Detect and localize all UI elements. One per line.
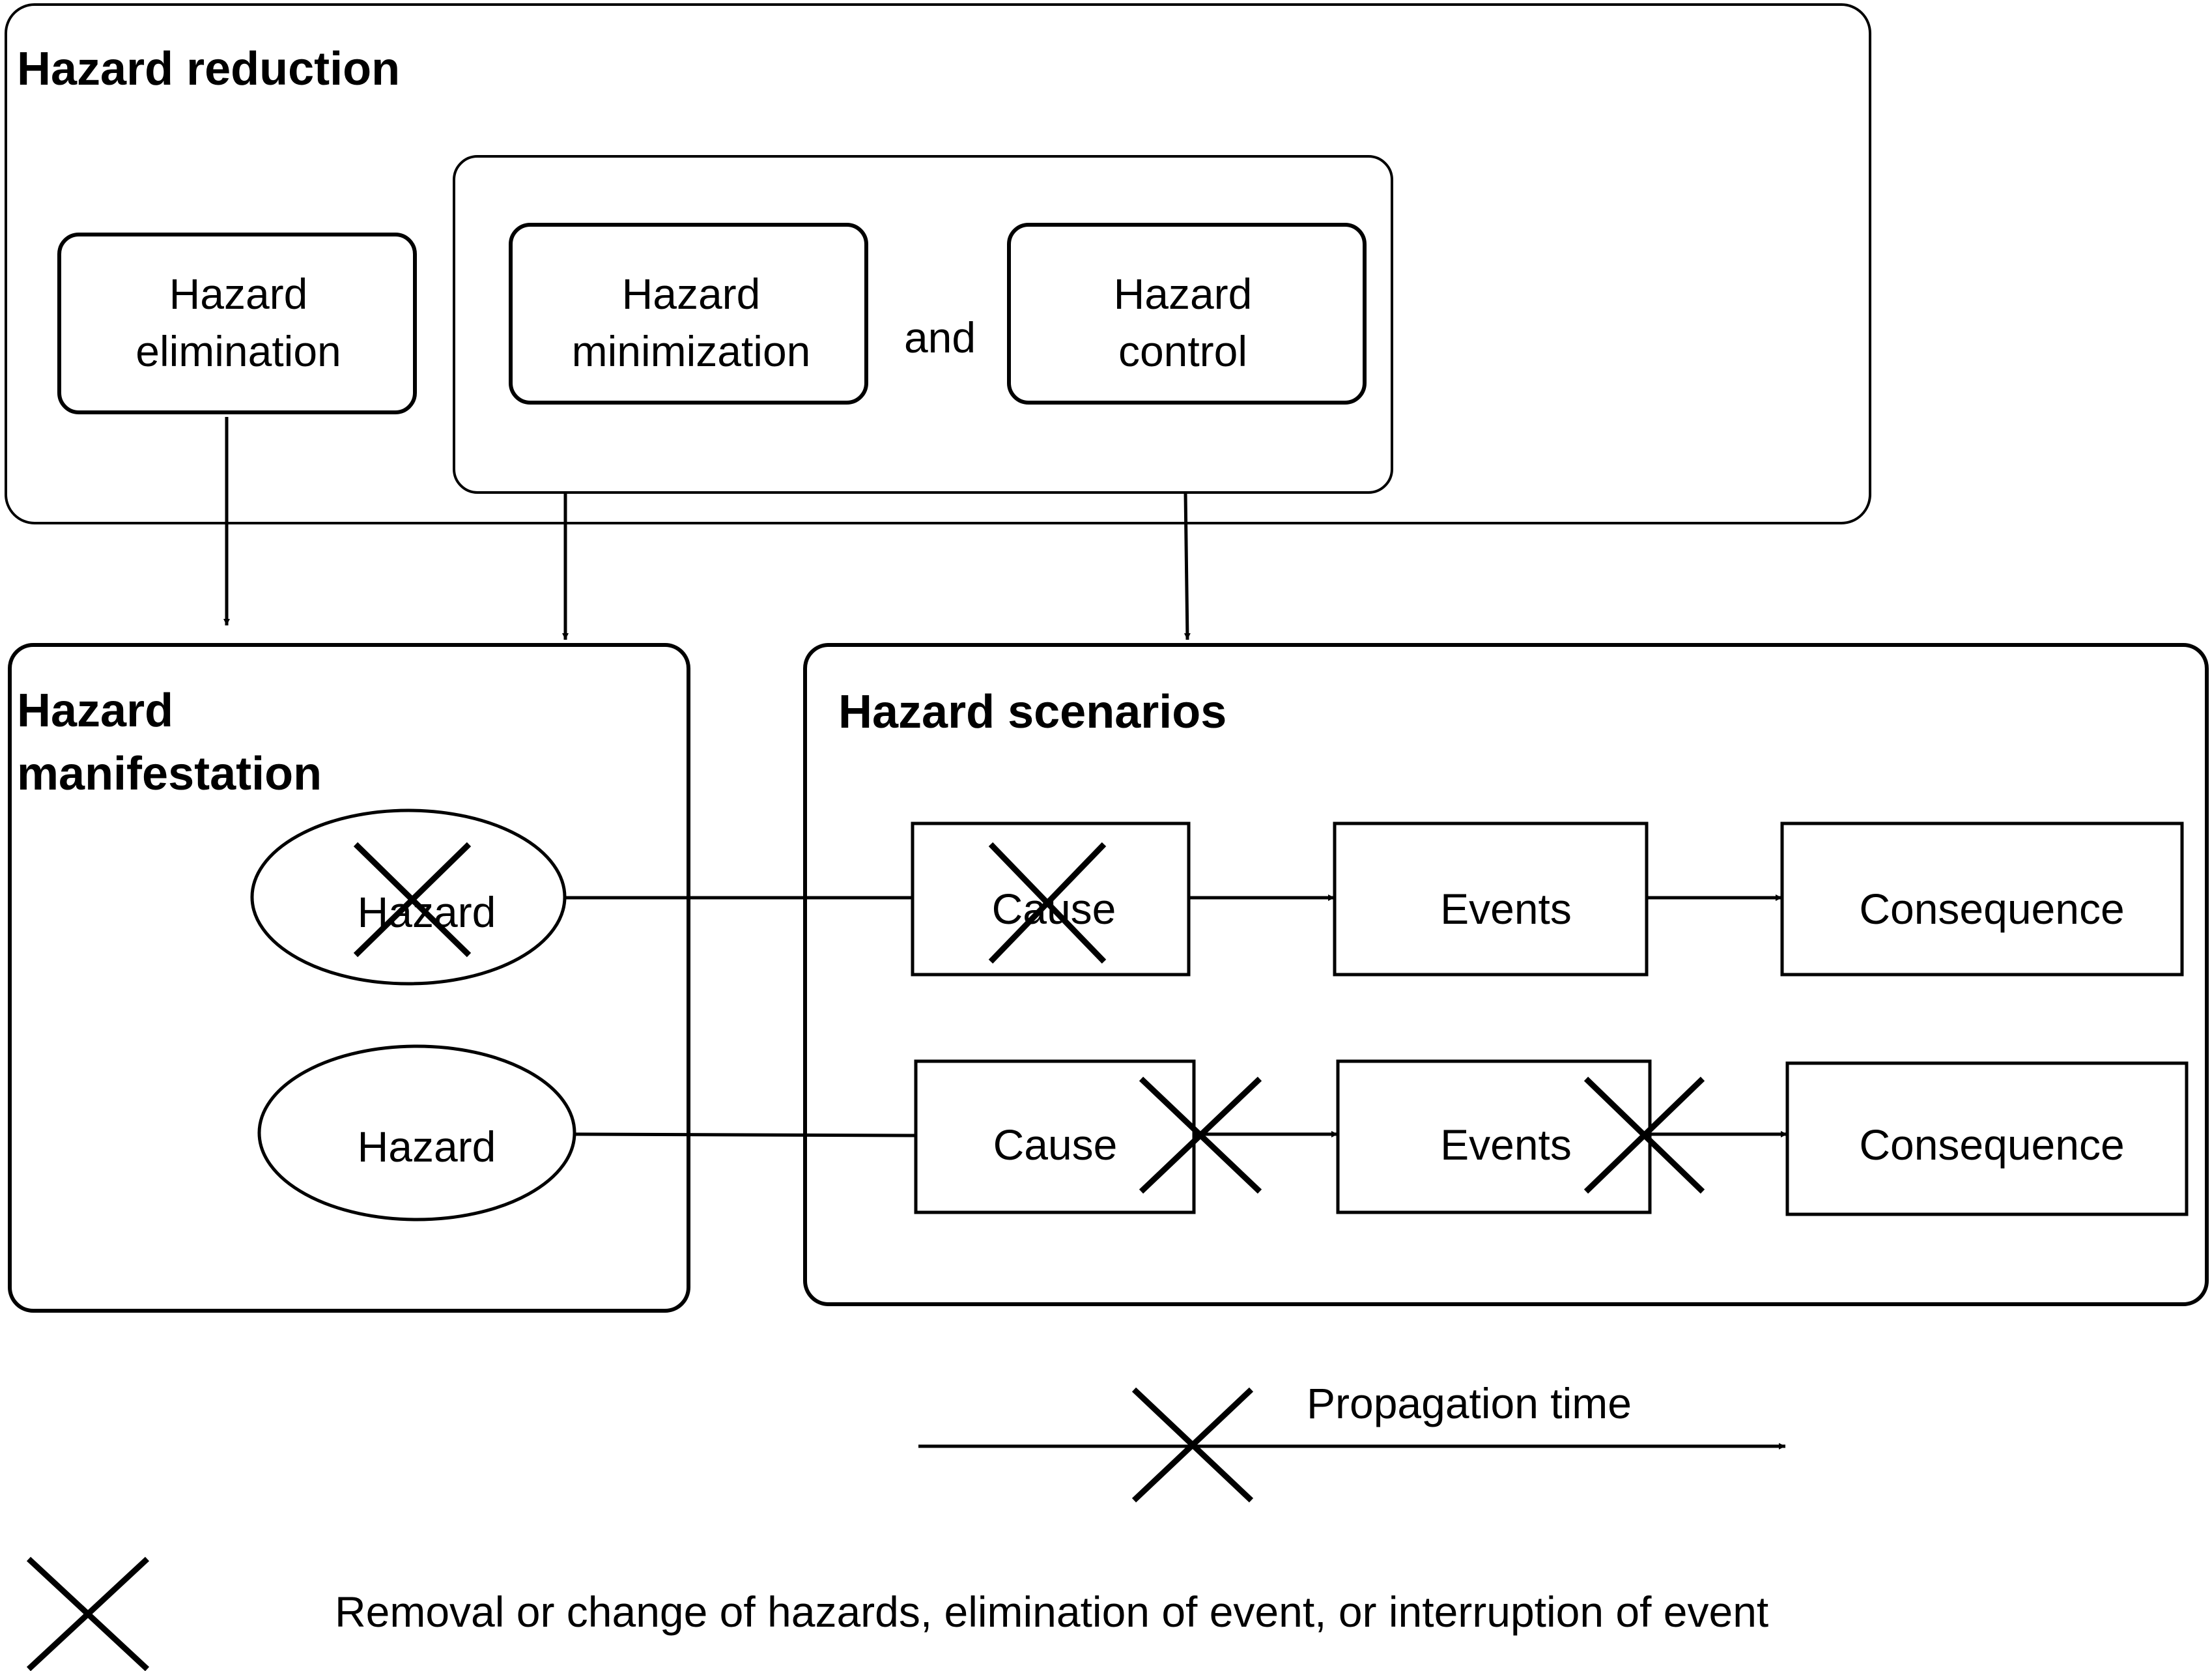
- hazard-elimination-box: [57, 233, 417, 414]
- hazard-elimination-line2: elimination: [135, 327, 341, 375]
- hazard-scenarios-group: Hazard scenarios Cause Events Consequenc…: [803, 643, 2209, 1306]
- hazard-minimization-box: [509, 223, 868, 405]
- events-label-row1: Events: [1440, 885, 1572, 933]
- propagation-time-legend: Propagation time: [918, 1379, 1785, 1503]
- cross-legend: Removal or change of hazards, eliminatio…: [26, 1556, 1768, 1671]
- connector-hazard-bottom-to-cause: [574, 1132, 916, 1137]
- propagation-time-label: Propagation time: [1307, 1379, 1632, 1427]
- cross-icon-legend: [26, 1556, 150, 1671]
- hazard-manifestation-group: Hazard manifestation Hazard Hazard: [8, 643, 690, 1313]
- hazard-manifestation-title-line1: Hazard: [17, 685, 173, 737]
- hazard-reduction-group: Hazard reduction Hazard elimination Haza…: [5, 3, 1871, 524]
- minimization-control-frame: [453, 155, 1393, 494]
- arrow-control-to-scenarios: [1184, 492, 1191, 640]
- cause-label-row2: Cause: [993, 1121, 1118, 1169]
- consequence-label-row2: Consequence: [1859, 1121, 2124, 1169]
- consequence-label-row1: Consequence: [1859, 885, 2124, 933]
- hazard-control-box: [1007, 223, 1367, 405]
- hazard-control-line2: control: [1118, 327, 1247, 375]
- hazard-minimization-line1: Hazard: [622, 270, 761, 318]
- cross-icon-hazard-top: [353, 842, 472, 958]
- and-label: and: [904, 313, 976, 362]
- cross-legend-description: Removal or change of hazards, eliminatio…: [335, 1588, 1768, 1636]
- hazard-elimination-line1: Hazard: [169, 270, 308, 318]
- consequence-box-row2: [1785, 1061, 2189, 1216]
- cross-icon-cause-row1: [988, 842, 1107, 964]
- events-label-row2: Events: [1440, 1121, 1572, 1169]
- cause-box-row2: [914, 1059, 1196, 1214]
- hazard-scenarios-title: Hazard scenarios: [838, 686, 1227, 738]
- hazard-control-line1: Hazard: [1114, 270, 1253, 318]
- hazard-ellipse-bottom: [257, 1044, 576, 1221]
- scenario-connectors: [565, 894, 1787, 1137]
- hazard-minimization-line2: minimization: [572, 327, 811, 375]
- cross-icon-events-consequence-row2: [1583, 1076, 1705, 1194]
- cross-icon-cause-events-row2: [1139, 1076, 1262, 1194]
- hazard-reduction-frame: [5, 3, 1871, 524]
- down-arrows: [223, 417, 1191, 640]
- cross-marks: [353, 842, 1705, 1194]
- hazard-manifestation-frame: [8, 643, 690, 1313]
- hazard-bottom-label: Hazard: [358, 1122, 496, 1171]
- cross-icon-propagation: [1131, 1387, 1254, 1503]
- hazard-reduction-title: Hazard reduction: [17, 43, 400, 95]
- hazard-scenarios-frame: [803, 643, 2209, 1306]
- hazard-manifestation-title-line2: manifestation: [17, 748, 322, 800]
